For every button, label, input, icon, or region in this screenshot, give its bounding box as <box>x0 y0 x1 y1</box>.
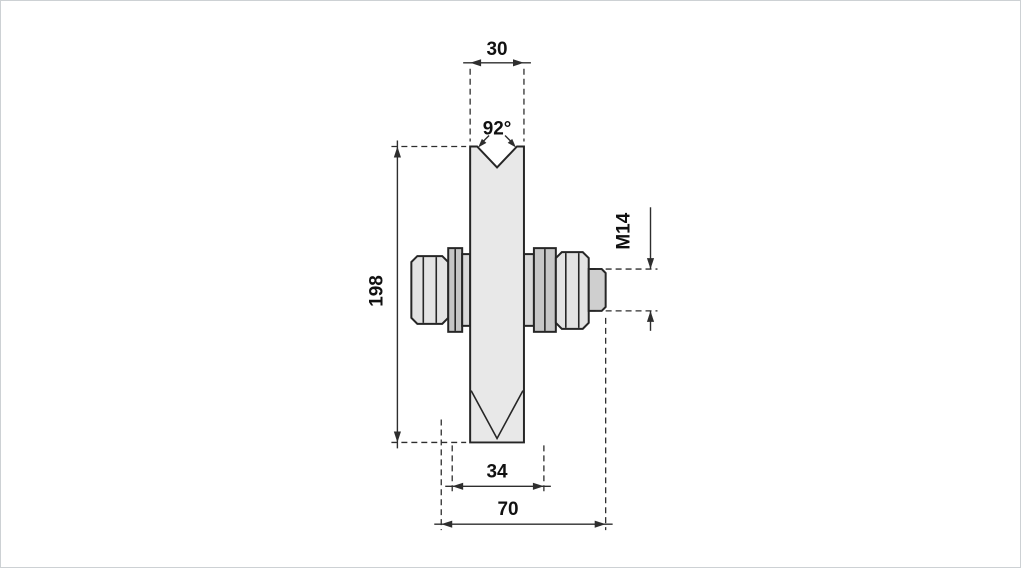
dim-label-overall-length: 70 <box>497 499 518 520</box>
dim-height: 198 <box>366 140 467 449</box>
bolt-head <box>410 255 450 325</box>
arrowhead <box>441 520 453 528</box>
dim-hub-width: 34 <box>445 445 551 494</box>
dim-label-groove-angle: 92° <box>483 119 512 140</box>
leader-line <box>482 135 490 142</box>
dim-label-hub-width: 34 <box>487 461 509 482</box>
arrowhead <box>646 258 655 270</box>
axle-assembly <box>410 247 607 333</box>
dim-thread: M14 <box>595 207 658 331</box>
arrowhead <box>532 482 544 490</box>
spacer-left <box>461 253 472 327</box>
arrowhead <box>393 431 401 443</box>
arrowhead <box>470 59 482 67</box>
spacer-right <box>522 253 535 327</box>
wheel <box>469 145 525 444</box>
dim-overall-length: 70 <box>434 317 613 531</box>
bolt-thread-end <box>587 268 607 312</box>
arrowhead <box>478 138 487 148</box>
dim-width-top: 30 <box>463 39 531 142</box>
arrowhead <box>507 138 516 148</box>
wheel-profile <box>469 145 525 444</box>
groove-bottom-lines <box>470 390 524 441</box>
leader-line <box>504 135 512 142</box>
arrowhead <box>646 310 655 322</box>
dim-label-thread: M14 <box>614 212 635 249</box>
arrowhead <box>512 59 524 67</box>
dim-label-height: 198 <box>366 275 387 307</box>
arrowhead <box>594 520 606 528</box>
nut <box>554 251 590 330</box>
arrowhead <box>393 146 401 158</box>
dim-label-width-top: 30 <box>487 39 508 60</box>
dim-groove-angle: 92° <box>478 119 516 148</box>
arrowhead <box>452 482 464 490</box>
